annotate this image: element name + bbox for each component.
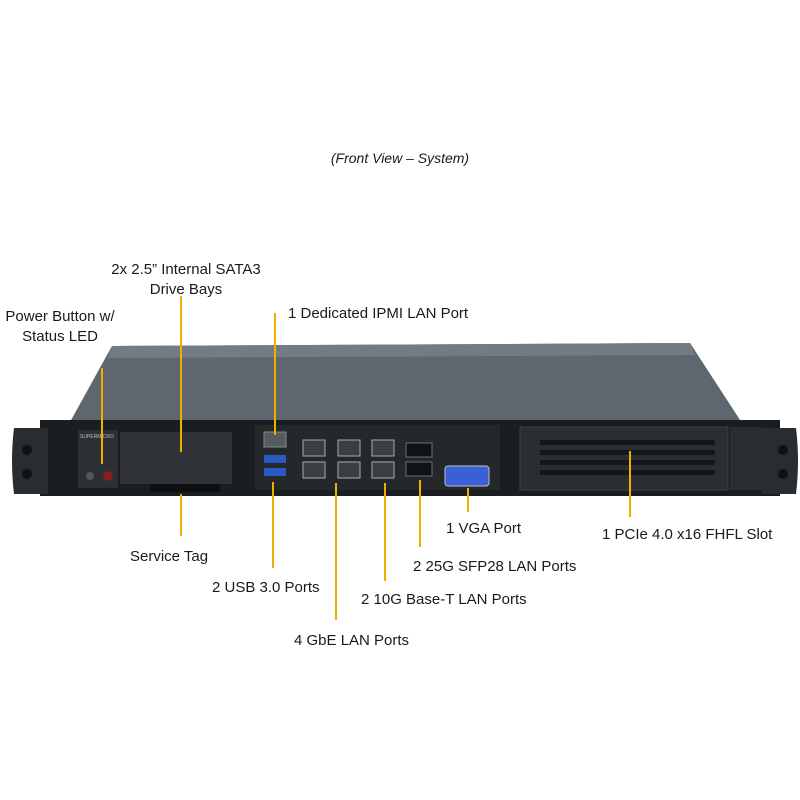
leader-sfp: [419, 480, 421, 547]
rack-ear-right: [762, 428, 798, 494]
label-drive-bays-line2: Drive Bays: [149, 281, 223, 298]
rack-ear-left: [12, 428, 48, 494]
usb-port-2: [264, 468, 286, 476]
leader-usb: [272, 482, 274, 568]
label-ipmi: 1 Dedicated IPMI LAN Port: [288, 305, 469, 322]
sfp-ports: [405, 442, 433, 477]
figure-caption: (Front View – System): [330, 150, 470, 166]
label-sfp: 2 25G SFP28 LAN Ports: [413, 558, 577, 575]
gbe-ports: [302, 439, 361, 479]
leader-ipmi: [274, 313, 276, 435]
label-usb: 2 USB 3.0 Ports: [212, 579, 320, 596]
chassis-logo: SUPERMICRO: [80, 434, 114, 440]
leader-base-t: [384, 483, 386, 581]
chassis-top: [70, 343, 742, 423]
label-drive-bays: 2x 2.5” Internal SATA3 Drive Bays: [88, 260, 284, 300]
leader-drive-bays: [180, 296, 182, 452]
usb-port-1: [264, 455, 286, 463]
label-power-button: Power Button w/ Status LED: [0, 307, 120, 347]
leader-power: [101, 368, 103, 464]
leader-pcie: [629, 451, 631, 517]
leader-gbe: [335, 483, 337, 620]
label-service-tag: Service Tag: [130, 548, 209, 565]
leader-vga: [467, 488, 469, 512]
leader-service-tag: [180, 494, 182, 536]
label-pcie: 1 PCIe 4.0 x16 FHFL Slot: [602, 526, 773, 543]
label-base-t: 2 10G Base-T LAN Ports: [361, 591, 527, 608]
pcie-slot-cover: [519, 426, 729, 491]
label-drive-bays-line1: 2x 2.5” Internal SATA3: [111, 261, 261, 278]
power-button: [103, 471, 113, 481]
base-t-ports: [371, 439, 395, 479]
drive-bay-vent: [120, 432, 232, 484]
label-gbe: 4 GbE LAN Ports: [294, 632, 410, 649]
vga-port: [444, 465, 490, 487]
label-power-line1: Power Button w/: [5, 308, 115, 325]
label-power-line2: Status LED: [22, 328, 98, 345]
label-vga: 1 VGA Port: [446, 520, 522, 537]
